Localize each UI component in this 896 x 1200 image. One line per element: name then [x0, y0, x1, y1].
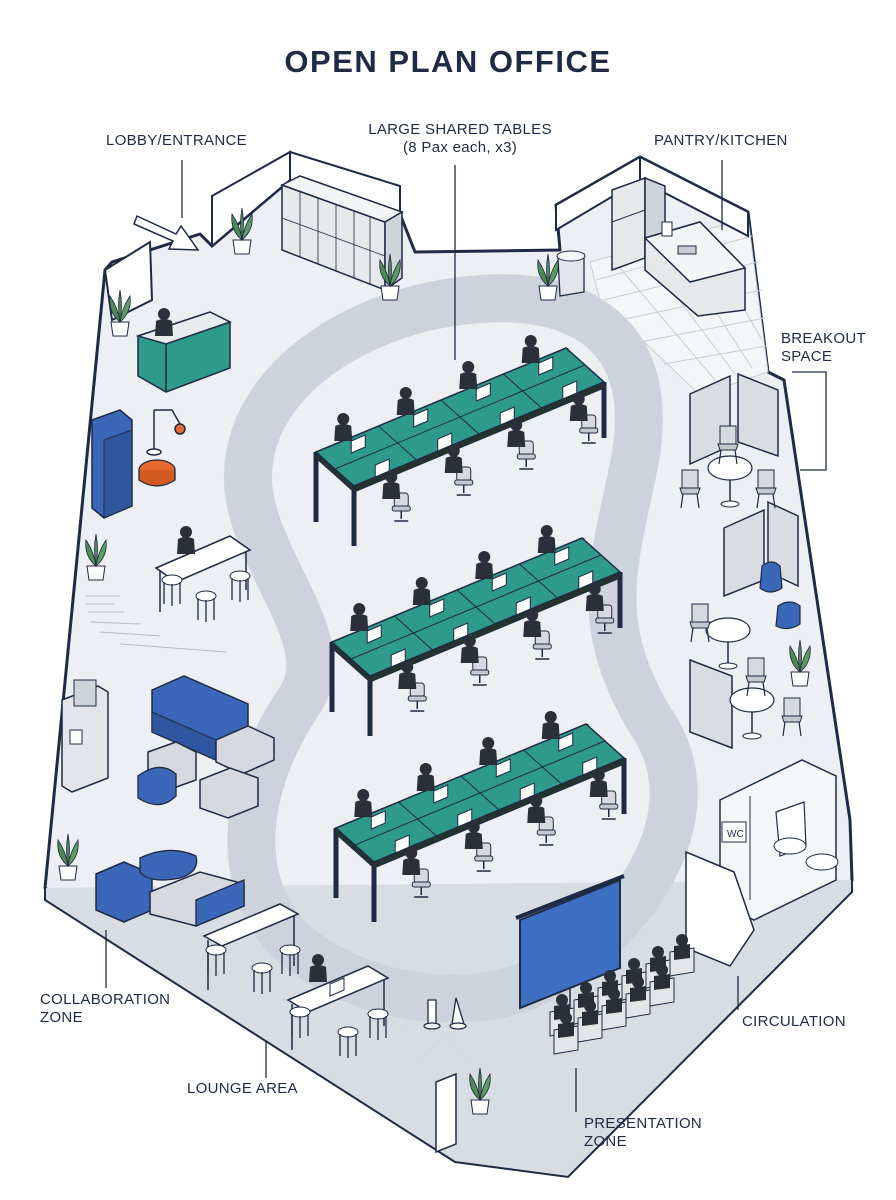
- label-presentation-zone: PRESENTATION ZONE: [584, 1115, 702, 1151]
- label-lounge-area: LOUNGE AREA: [187, 1080, 298, 1097]
- waste-bin: [556, 250, 586, 297]
- coffee-table-orange: [138, 459, 176, 487]
- whiteboard-sketch: [86, 595, 227, 653]
- label-lobby-entrance: LOBBY/ENTRANCE: [106, 132, 247, 149]
- shared-table-1: [313, 335, 607, 546]
- shared-table-2: [329, 525, 623, 736]
- entrance-arrow-icon: [133, 214, 200, 251]
- shared-table-3: [333, 711, 627, 922]
- label-breakout-line1: BREAKOUT: [781, 330, 866, 347]
- label-collab-line2: ZONE: [40, 1009, 83, 1026]
- blue-shell-chairs: [759, 561, 801, 630]
- wc-block: [685, 759, 839, 967]
- back-walls: [103, 150, 749, 322]
- queue-bollards: [423, 997, 467, 1030]
- label-collaboration-zone: COLLABORATION ZONE: [40, 991, 170, 1027]
- label-collab-line1: COLLABORATION: [40, 991, 171, 1008]
- label-tables-line1: LARGE SHARED TABLES: [368, 121, 552, 138]
- floor-lamp: [146, 409, 186, 456]
- storage-lockers: [280, 175, 404, 292]
- label-breakout-line2: SPACE: [781, 348, 833, 365]
- label-large-shared-tables: LARGE SHARED TABLES (8 Pax each, x3): [330, 121, 590, 157]
- table-divider: [334, 364, 586, 470]
- reception-desk: [135, 308, 232, 393]
- page-title: OPEN PLAN OFFICE: [284, 44, 612, 79]
- lobby-sofa: [91, 409, 133, 519]
- wc-sign: WC: [727, 829, 744, 840]
- label-tables-line2: (8 Pax each, x3): [402, 139, 518, 156]
- lounge-pouf-blue: [137, 766, 177, 806]
- large-shared-tables: [313, 335, 627, 922]
- lounge-sofa-lower: [95, 849, 245, 927]
- label-presentation-line2: ZONE: [584, 1133, 627, 1150]
- coffee-station: [61, 679, 109, 793]
- collab-high-table: [154, 526, 252, 623]
- callout-leader-lines: [105, 160, 827, 1112]
- table-divider: [354, 740, 606, 846]
- collab-bench-table-1: [202, 903, 301, 995]
- label-pantry-kitchen: PANTRY/KITCHEN: [654, 132, 788, 149]
- circulation-path: [223, 274, 698, 1023]
- projection-screen: [515, 874, 625, 1012]
- structural-column: [435, 1072, 457, 1154]
- breakout-panels: [689, 372, 799, 750]
- collab-bench-table-2: [286, 954, 390, 1059]
- table-divider: [350, 554, 602, 660]
- label-breakout-space: BREAKOUT SPACE: [781, 330, 866, 366]
- label-circulation: CIRCULATION: [742, 1013, 846, 1030]
- label-presentation-line1: PRESENTATION: [584, 1115, 703, 1132]
- pantry-kitchen-units: [611, 176, 747, 317]
